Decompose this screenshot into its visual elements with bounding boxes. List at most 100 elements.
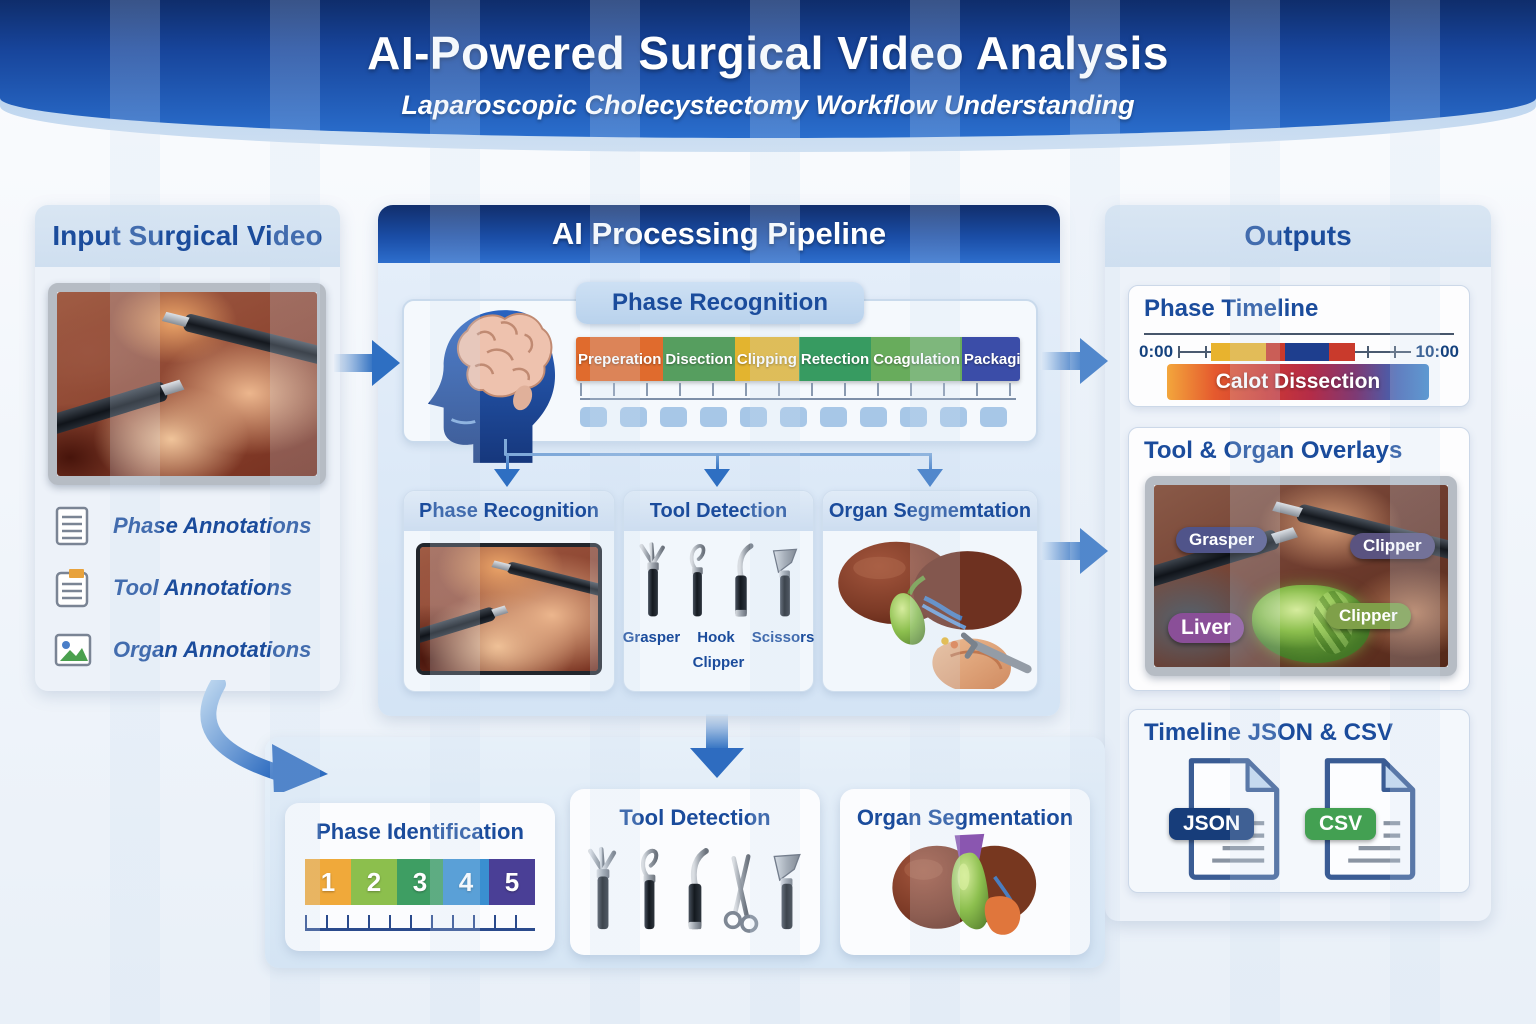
csv-badge: CSV [1305, 808, 1377, 840]
overlay-image-frame: Grasper Clipper Liver Clipper [1145, 476, 1457, 676]
surgical-scene-graphic [420, 547, 598, 671]
document-lines-icon [55, 506, 89, 546]
phase-segment: Clipping [734, 337, 799, 381]
header-banner: AI-Powered Surgical Video Analysis Lapar… [0, 0, 1536, 138]
tool-label: Scissors [751, 629, 815, 646]
arrow-down-icon [494, 469, 520, 487]
surgical-instrument-graphic [181, 313, 317, 371]
surgical-instrument-graphic [505, 561, 598, 600]
input-video-panel: Input Surgical Video Phase Annotations [35, 205, 340, 691]
phase-recognition-subbox: Phase Recognition [403, 490, 615, 692]
arrow-down-icon [917, 469, 943, 487]
page-subtitle: Laparoscopic Cholecystectomy Workflow Un… [401, 90, 1135, 120]
annotation-item-organ: Organ Annotations [53, 629, 311, 671]
brain-head-icon [418, 305, 566, 463]
phase-ruler [305, 915, 535, 931]
phase-segment: Coagulation [871, 337, 962, 381]
arrow-down-icon [704, 469, 730, 487]
phase-step: 5 [489, 859, 535, 905]
timeline-files-card: Timeline JSON & CSV JSON [1128, 709, 1470, 893]
surgical-instrument-graphic [420, 606, 497, 648]
timeline-start-time: 0:00 [1139, 342, 1174, 361]
surgical-scene-graphic [57, 292, 317, 476]
flow-arrow-input-to-pipeline [334, 340, 400, 386]
card-title: Timeline JSON & CSV [1144, 719, 1393, 746]
connector-line [929, 453, 932, 471]
tool-detection-subbox: Tool Detection [623, 490, 814, 692]
timeline-end-time: 10:00 [1415, 342, 1459, 361]
subbox-title: Organ Segmemtation [823, 491, 1037, 531]
phase-gradient-bar: Calot Dissection [1167, 364, 1429, 400]
phase-step: 3 [397, 859, 443, 905]
timeline-segment [1329, 343, 1355, 361]
phase-step: 4 [443, 859, 489, 905]
hook-tool-icon [641, 848, 659, 930]
tool-label: Clipper [692, 654, 745, 671]
phase-bar-axis [580, 398, 1016, 400]
subbox-title: Tool Detection [624, 491, 813, 531]
flow-arrow-pipeline-to-bottom [690, 714, 744, 778]
scissors-tool-icon [723, 854, 759, 933]
phase-segment: Packaging [961, 337, 1020, 381]
grasper-tool-icon [639, 542, 665, 617]
document-highlight-icon [55, 569, 89, 608]
phase-segment: Retection [798, 337, 872, 381]
phase-color-bar: Preperation Disection Clipping Retection… [576, 337, 1020, 381]
connector-line [506, 453, 509, 471]
curved-hook-tool-icon [734, 543, 753, 617]
connector-line [716, 453, 719, 471]
tool-icons-row [624, 539, 813, 625]
timeline-axis [1178, 341, 1411, 363]
phase-timeline-card: Phase Timeline 0:00 10:00 Calot Dissecti… [1128, 285, 1470, 407]
outputs-panel: Outputs Phase Timeline 0:00 10:00 Calot … [1105, 205, 1491, 921]
json-badge: JSON [1169, 808, 1255, 840]
flow-arrow-pipeline-to-timeline [1042, 338, 1108, 384]
pipeline-title: AI Processing Pipeline [378, 205, 1060, 263]
organ-segmentation-subbox: Organ Segmemtation [822, 490, 1038, 693]
json-file-icon: JSON [1169, 756, 1285, 882]
card-title: Phase Identification [316, 819, 524, 844]
tool-icons-row [570, 841, 820, 941]
annotation-item-phase: Phase Annotations [53, 505, 311, 547]
card-title: Organ Segmentation [856, 805, 1074, 830]
phase-bar-ticks [580, 383, 1016, 396]
overlay-badge-grasper: Grasper [1176, 527, 1268, 553]
phase-recognition-pill: Phase Recognition [576, 282, 864, 324]
organ-anatomy-graphic [827, 533, 1033, 693]
ai-pipeline-panel: AI Processing Pipeline Phase Recognition [378, 205, 1060, 716]
bottom-summary-strip: Phase Identification 1 2 3 4 5 Tool Dete… [265, 737, 1105, 968]
overlay-badge-liver: Liver [1168, 613, 1245, 643]
film-strip [580, 407, 1007, 427]
phase-step: 2 [351, 859, 397, 905]
hook-tool-icon [689, 544, 705, 617]
tool-organ-overlays-card: Tool & Organ Overlays Grasper Clipper Li… [1128, 427, 1470, 691]
timeline-segment [1210, 343, 1267, 361]
page-title: AI-Powered Surgical Video Analysis [367, 27, 1169, 79]
organ-segmentation-card: Organ Segmentation [840, 789, 1090, 955]
curved-hook-tool-icon [688, 848, 709, 930]
connector-line [504, 439, 507, 455]
phase-segment: Preperation [576, 337, 664, 381]
outputs-title: Outputs [1105, 205, 1491, 267]
flow-arrow-input-to-bottom [188, 676, 343, 796]
tool-label: Grasper [622, 629, 681, 646]
annotation-label: Organ Annotations [113, 637, 312, 662]
annotation-label: Phase Annotations [113, 513, 312, 538]
overlay-badge-clipper-2: Clipper [1326, 603, 1411, 629]
surgical-instrument-graphic [57, 380, 169, 442]
phase-recognition-thumbnail [416, 543, 602, 675]
phase-segment: Disection [663, 337, 735, 381]
tool-labels-row: Grasper Hook Scissors [622, 629, 815, 646]
phase-identification-card: Phase Identification 1 2 3 4 5 [285, 803, 555, 951]
tool-label: Hook [697, 629, 735, 646]
phase-number-row: 1 2 3 4 5 [305, 859, 535, 905]
subbox-title: Phase Recognition [404, 491, 614, 531]
timeline-axis-row: 0:00 10:00 [1139, 341, 1459, 363]
divider-line [1144, 333, 1454, 335]
clipper-tool-icon [772, 548, 797, 617]
overlay-surgical-scene: Grasper Clipper Liver Clipper [1154, 485, 1448, 667]
card-title: Tool Detection [619, 805, 771, 830]
timeline-segment [1284, 343, 1330, 361]
annotation-item-tool: Tool Annotations [53, 567, 292, 609]
